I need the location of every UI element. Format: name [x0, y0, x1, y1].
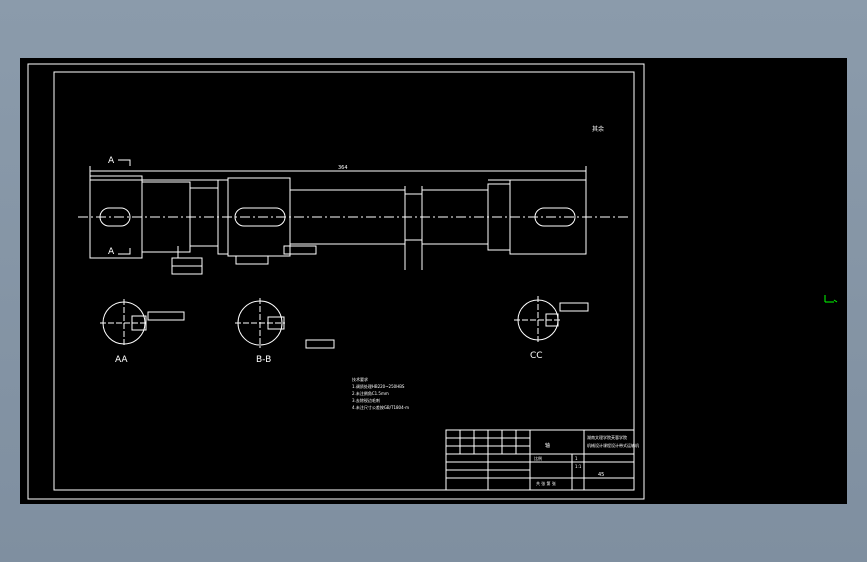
title-block-part-name: 轴	[545, 442, 550, 449]
section-cc-label: CC	[530, 351, 543, 361]
section-bb-label: B-B	[256, 355, 271, 365]
shaft-profile-lower	[89, 236, 587, 259]
cad-viewport[interactable]: 364 A A 其余 AA B-B CC 技术要求 1.调质处理	[20, 58, 847, 504]
title-block	[445, 429, 635, 491]
title-block-scale-value: 1:1	[575, 464, 582, 469]
crosshair-cursor-icon	[824, 295, 838, 303]
title-block-material: 45	[598, 472, 604, 478]
roughness-note: 其余	[592, 125, 604, 133]
section-a-bottom-label: A	[108, 247, 115, 257]
tech-req-title: 技术要求	[352, 376, 368, 382]
sheet-inner-border	[53, 71, 635, 491]
title-block-sheet: 共 张 第 张	[536, 480, 556, 486]
tech-req-item-2: 2.未注倒角C1.5mm	[352, 390, 389, 396]
keyway-left	[99, 207, 131, 227]
tolerance-frames	[171, 245, 317, 275]
shaft-step-lines	[141, 178, 511, 256]
tech-req-item-1: 1.调质处理HB220~250HBS	[352, 383, 405, 389]
section-aa-view	[100, 299, 185, 347]
sheet-outer-border	[27, 63, 645, 500]
section-bb-view	[235, 298, 335, 349]
title-block-scale-label: 比例	[534, 455, 542, 461]
shaft-drawing: 364 A A 其余 AA B-B CC 技术要求 1.调质处理	[27, 63, 645, 500]
section-aa-label: AA	[115, 355, 128, 365]
dim-total-length-text: 364	[338, 165, 348, 171]
section-a-marker-top	[118, 159, 131, 166]
title-block-project: 机械设计课程设计带式运输机	[587, 442, 639, 448]
keyway-middle	[234, 207, 286, 227]
section-a-top-label: A	[108, 156, 115, 166]
keyway-right	[534, 207, 576, 227]
section-cc-view	[514, 296, 589, 344]
tech-req-item-4: 4.未注尺寸公差按GB/T1804-m	[352, 404, 409, 410]
tech-req-item-3: 3.去除锐边毛刺	[352, 397, 380, 403]
title-block-school: 湖南文理学院芙蓉学院	[587, 434, 627, 440]
title-block-qty: 1	[575, 456, 578, 461]
shaft-profile-upper	[89, 175, 587, 198]
section-a-marker-bottom	[118, 248, 131, 255]
